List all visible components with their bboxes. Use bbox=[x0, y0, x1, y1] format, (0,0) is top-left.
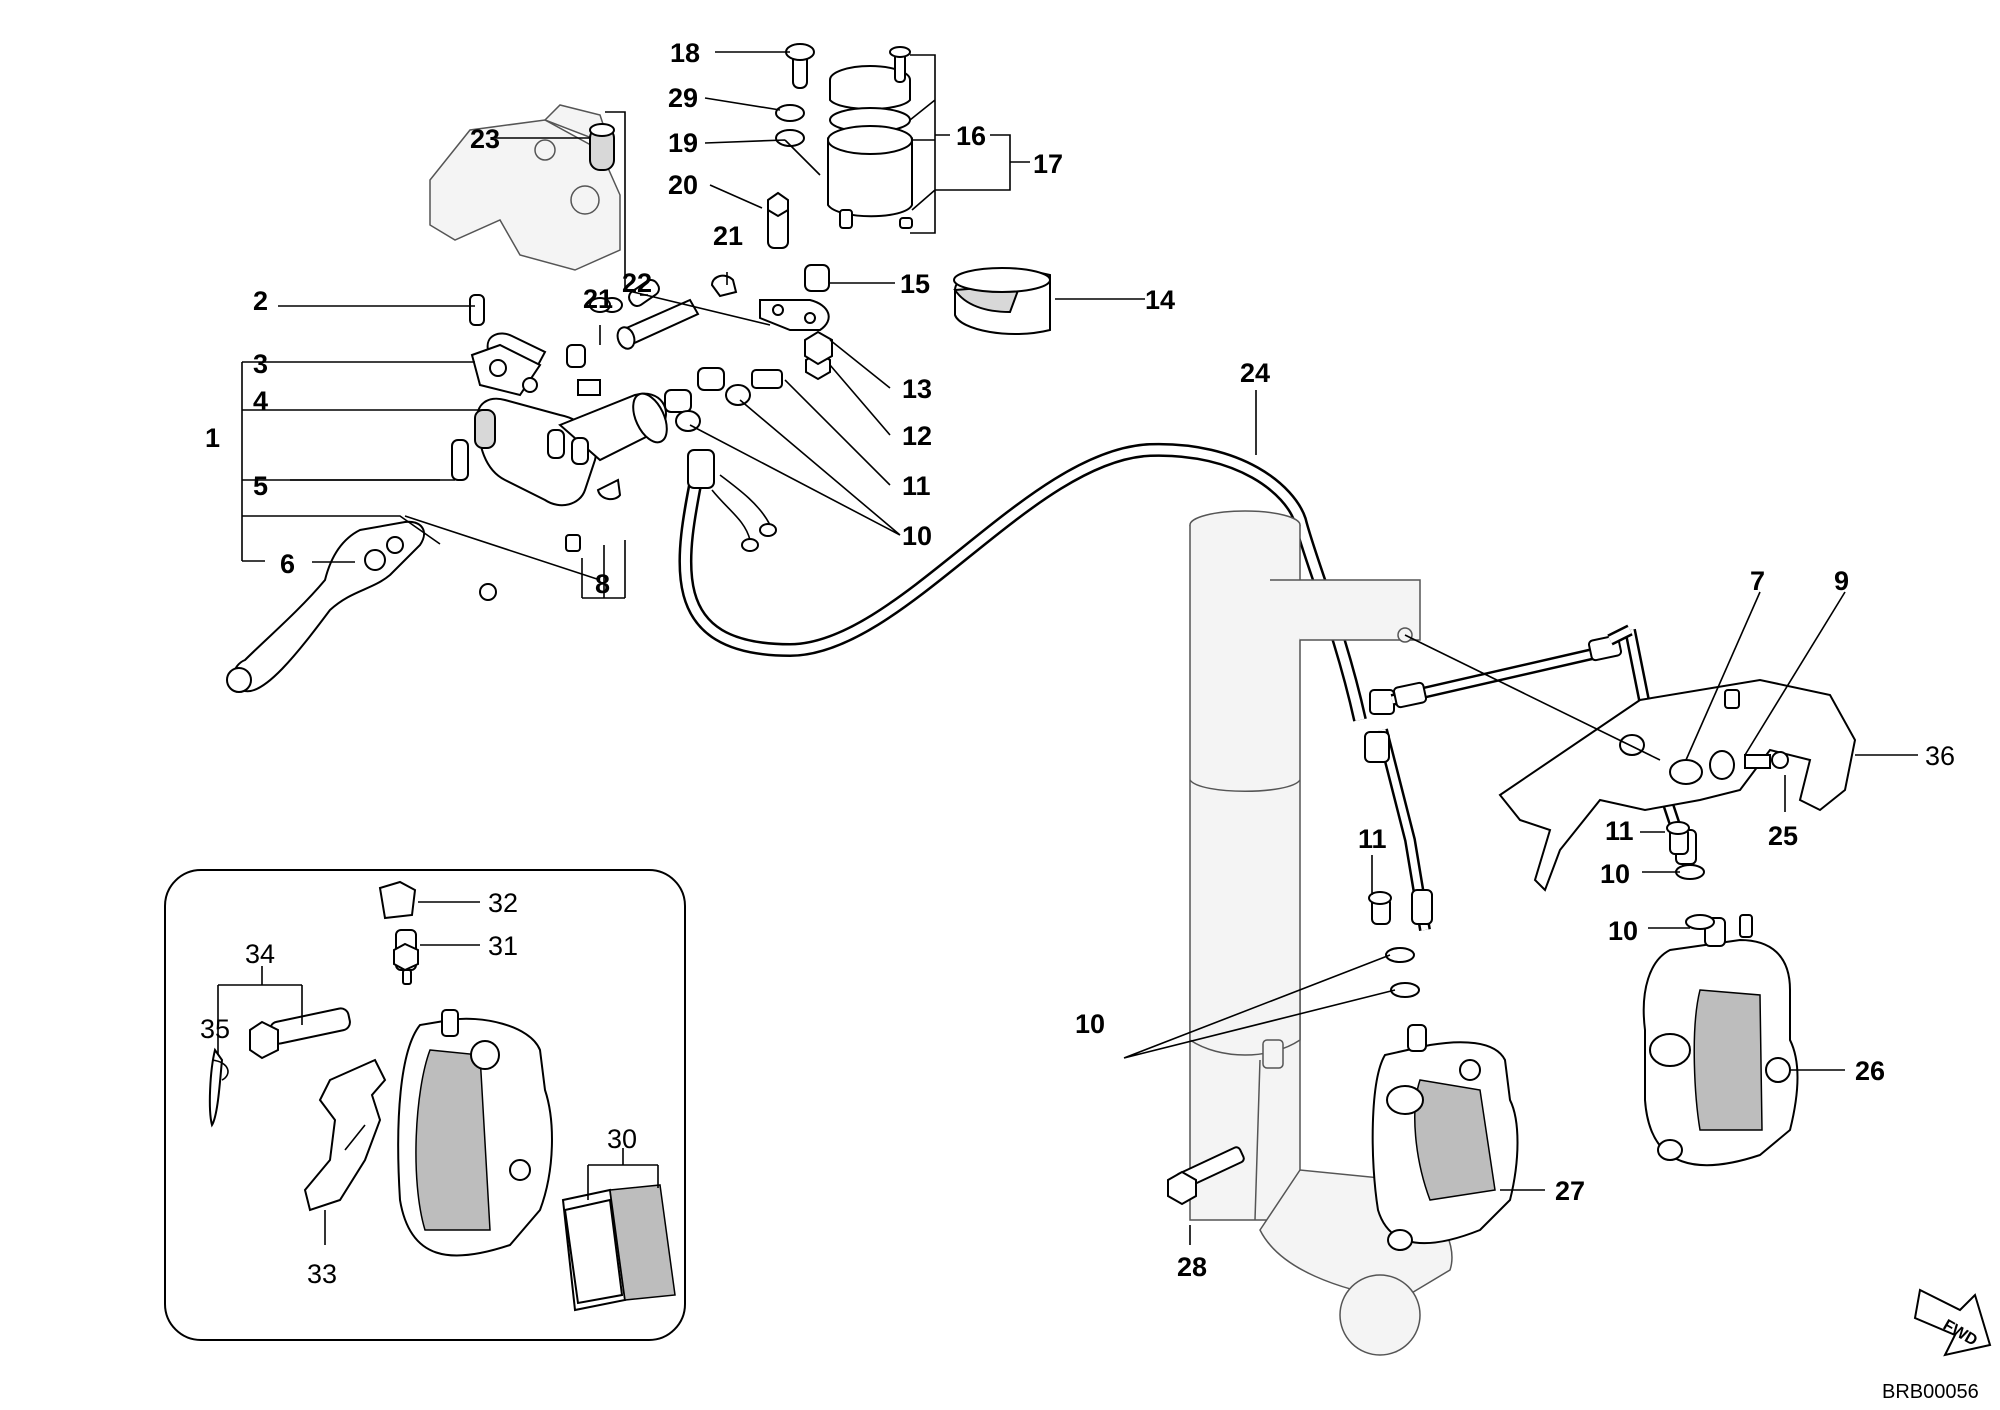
right-brake-caliper bbox=[1642, 914, 1799, 1167]
label-part-8: 8 bbox=[595, 569, 610, 599]
banjo-washers-bolts bbox=[1368, 821, 1715, 998]
label-part-33: 33 bbox=[307, 1259, 337, 1289]
label-part-16: 16 bbox=[956, 121, 986, 151]
label-part-10-right-b: 10 bbox=[1608, 916, 1638, 946]
label-part-18: 18 bbox=[670, 38, 700, 68]
label-part-6: 6 bbox=[280, 549, 295, 579]
master-cylinder-hardware bbox=[451, 279, 831, 601]
label-part-32: 32 bbox=[488, 888, 518, 918]
label-part-10-left: 10 bbox=[1075, 1009, 1105, 1039]
label-part-17: 17 bbox=[1033, 149, 1063, 179]
label-part-4: 4 bbox=[253, 386, 268, 416]
master-cylinder-body bbox=[470, 332, 668, 507]
label-part-21-upper: 21 bbox=[713, 221, 743, 251]
breather-hose bbox=[616, 298, 700, 350]
label-part-26: 26 bbox=[1855, 1056, 1885, 1086]
brake-lever bbox=[226, 520, 425, 693]
label-part-15: 15 bbox=[900, 269, 930, 299]
label-part-2: 2 bbox=[253, 286, 268, 316]
forward-arrow-icon: FWD bbox=[1913, 1288, 1992, 1357]
leader-lines bbox=[217, 51, 1918, 1245]
left-brake-caliper bbox=[1371, 1024, 1519, 1251]
label-part-28: 28 bbox=[1177, 1252, 1207, 1282]
label-part-29: 29 bbox=[668, 83, 698, 113]
label-part-31: 31 bbox=[488, 931, 518, 961]
label-part-30: 30 bbox=[607, 1124, 637, 1154]
label-part-11-top: 11 bbox=[902, 471, 931, 501]
inset-caliper-kit bbox=[164, 869, 686, 1341]
label-part-19: 19 bbox=[668, 128, 698, 158]
label-part-13: 13 bbox=[902, 374, 932, 404]
label-part-14: 14 bbox=[1145, 285, 1175, 315]
label-part-20: 20 bbox=[668, 170, 698, 200]
label-part-35: 35 bbox=[200, 1014, 230, 1044]
label-part-11-right: 11 bbox=[1605, 816, 1634, 846]
label-part-25: 25 bbox=[1768, 821, 1798, 851]
label-part-1: 1 bbox=[205, 423, 220, 453]
fluid-reservoir bbox=[710, 43, 913, 366]
label-part-24: 24 bbox=[1240, 358, 1270, 388]
label-part-12: 12 bbox=[902, 421, 932, 451]
label-part-36: 36 bbox=[1925, 741, 1955, 771]
clamp-ring bbox=[953, 267, 1051, 336]
label-part-34: 34 bbox=[245, 939, 275, 969]
label-part-27: 27 bbox=[1555, 1176, 1585, 1206]
label-part-21-lower: 21 bbox=[583, 284, 613, 314]
caliper-bolt bbox=[1167, 1146, 1245, 1206]
caliper-mount-bracket bbox=[1498, 678, 1857, 892]
label-part-22: 22 bbox=[622, 268, 652, 298]
label-part-23: 23 bbox=[470, 124, 500, 154]
label-part-9: 9 bbox=[1834, 566, 1849, 596]
label-part-11-left: 11 bbox=[1358, 824, 1387, 854]
label-part-10-right-a: 10 bbox=[1600, 859, 1630, 889]
front-fork-leg bbox=[1189, 510, 1453, 1356]
label-part-10-top: 10 bbox=[902, 521, 932, 551]
label-part-5: 5 bbox=[253, 471, 268, 501]
part-number-labels: 1 2 3 4 5 6 7 8 9 10 10 10 10 11 11 11 1… bbox=[200, 38, 1955, 1289]
label-part-3: 3 bbox=[253, 349, 268, 379]
image-code: BRB00056 bbox=[1882, 1381, 1979, 1403]
label-part-7: 7 bbox=[1750, 566, 1765, 596]
handlebar-clamp-drawing bbox=[429, 104, 621, 271]
